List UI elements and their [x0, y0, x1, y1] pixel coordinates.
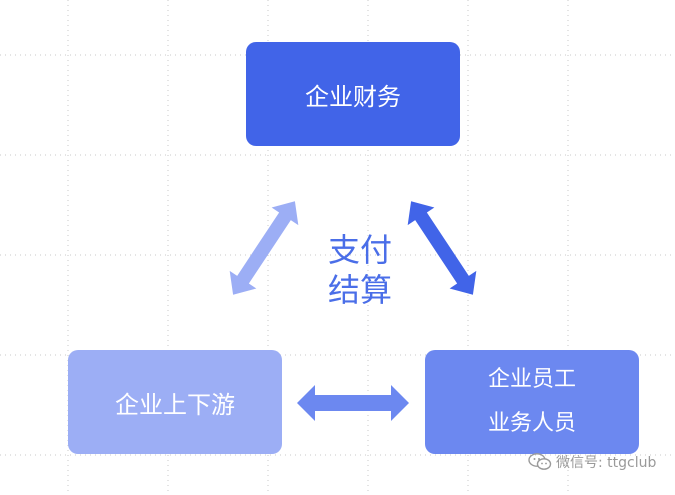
node-enterprise-finance-label: 企业财务 — [305, 82, 401, 111]
center-label-payment-settlement: 支付 结算 — [300, 230, 420, 310]
node-employees-label-line2: 业务人员 — [487, 411, 576, 436]
wechat-icon — [528, 453, 552, 470]
arrow-finance-partner — [229, 201, 299, 295]
node-employees-business-staff: 企业员工 业务人员 — [425, 350, 639, 454]
node-enterprise-upstream-downstream-label: 企业上下游 — [115, 390, 235, 419]
center-label-line1: 支付 — [327, 231, 392, 269]
arrow-partner-staff — [297, 385, 409, 421]
node-enterprise-finance: 企业财务 — [246, 42, 460, 146]
arrow-finance-staff — [407, 201, 477, 295]
node-enterprise-upstream-downstream: 企业上下游 — [68, 350, 282, 454]
center-label-line2: 结算 — [327, 271, 392, 309]
watermark: 微信号: ttgclub — [528, 452, 656, 472]
watermark-text: 微信号: ttgclub — [556, 455, 657, 471]
node-employees-label-line1: 企业员工 — [487, 367, 576, 392]
